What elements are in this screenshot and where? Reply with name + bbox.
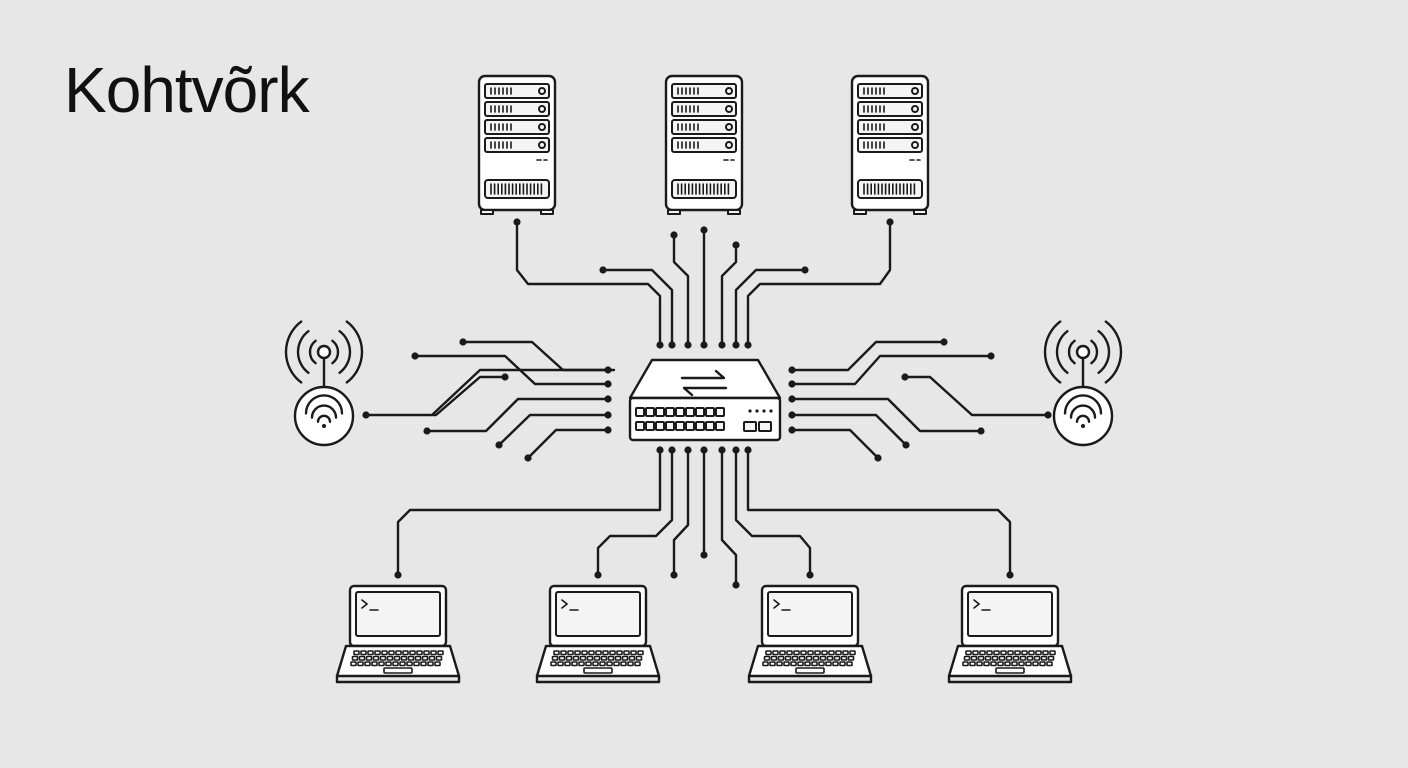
wifi-router-icon <box>1043 320 1123 447</box>
server-tower-icon <box>477 74 557 215</box>
server-tower-icon <box>664 74 744 215</box>
server-tower-icon <box>850 74 930 215</box>
network-switch-icon <box>628 358 782 442</box>
laptop-terminal-icon <box>335 584 461 684</box>
laptop-terminal-icon <box>947 584 1073 684</box>
connection-lines <box>362 218 1052 589</box>
wifi-router-icon <box>284 320 364 447</box>
laptop-terminal-icon <box>535 584 661 684</box>
laptop-terminal-icon <box>747 584 873 684</box>
page-title: Kohtvõrk <box>64 54 310 126</box>
